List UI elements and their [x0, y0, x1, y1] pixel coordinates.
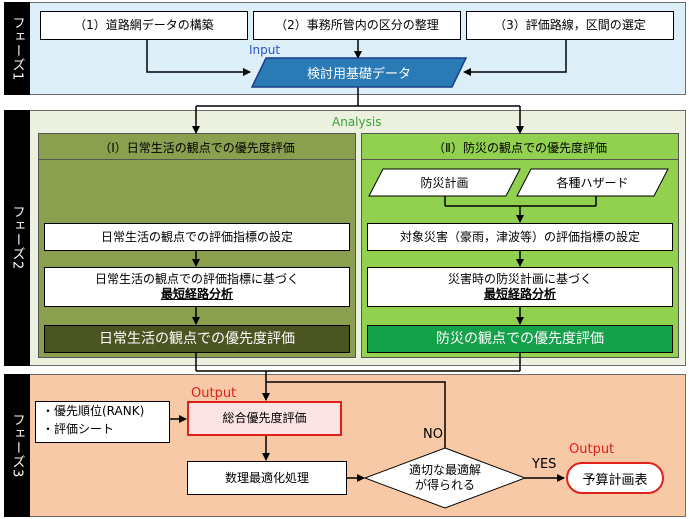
phase3-tab: フェーズ3 — [4, 374, 30, 517]
daily-header: （Ⅰ）日常生活の観点での優先度評価 — [99, 140, 295, 155]
disaster-header-divider — [362, 159, 678, 160]
output-label-1: Output — [191, 386, 237, 401]
outputs-item-sheet: ・評価シート — [42, 422, 115, 436]
overall-eval-box: 総合優先度評価 — [187, 401, 342, 436]
disaster-analysis-box: 災害時の防災計画に基づく 最短経路分析 — [367, 267, 673, 307]
phase1-tab: フェーズ1 — [4, 2, 30, 95]
yes-label: YES — [532, 457, 557, 472]
output-label-2: Output — [569, 442, 615, 457]
daily-result-box: 日常生活の観点での優先度評価 — [44, 325, 350, 353]
analysis-label: Analysis — [332, 115, 382, 129]
decision-diamond: 適切な最適解 が得られる — [365, 448, 525, 508]
disaster-result-box: 防災の観点での優先度評価 — [367, 325, 673, 353]
task-route-selection: （3）評価路線，区間の選定 — [466, 11, 674, 40]
base-data-box: 検討用基礎データ — [306, 67, 411, 82]
decision-line2: が得られる — [414, 478, 475, 492]
task-road-network: （1）道路網データの構築 — [40, 11, 248, 40]
optimization-box: 数理最適化処理 — [187, 461, 347, 495]
phase3-label: フェーズ3 — [9, 412, 25, 479]
disaster-analysis-line1: 災害時の防災計画に基づく — [447, 272, 592, 286]
disaster-analysis-line2: 最短経路分析 — [483, 287, 556, 301]
disaster-header: （Ⅱ）防災の観点での優先度評価 — [433, 140, 607, 155]
no-label: NO — [423, 427, 443, 442]
daily-analysis-line2: 最短経路分析 — [160, 287, 233, 301]
daily-indicator-box: 日常生活の観点での評価指標の設定 — [44, 223, 350, 251]
input-label: Input — [249, 43, 281, 57]
phase1-label: フェーズ1 — [9, 15, 25, 82]
disaster-indicator-box: 対象災害（豪雨，津波等）の評価指標の設定 — [367, 223, 673, 251]
phase2-label: フェーズ2 — [9, 205, 25, 271]
daily-analysis-line1: 日常生活の観点での評価指標に基づく — [94, 272, 299, 286]
hazard-input: 各種ハザード — [556, 176, 629, 190]
decision-line1: 適切な最適解 — [408, 463, 481, 477]
task-office-zoning: （2）事務所管内の区分の整理 — [253, 11, 461, 40]
budget-table-box: 予算計画表 — [566, 462, 664, 494]
daily-header-divider — [39, 159, 355, 160]
outputs-list: ・優先順位(RANK) ・評価シート — [35, 401, 170, 443]
outputs-item-rank: ・優先順位(RANK) — [42, 404, 145, 418]
daily-analysis-box: 日常生活の観点での評価指標に基づく 最短経路分析 — [44, 267, 350, 307]
phase2-tab: フェーズ2 — [4, 110, 30, 366]
disaster-plan-input: 防災計画 — [420, 176, 469, 190]
